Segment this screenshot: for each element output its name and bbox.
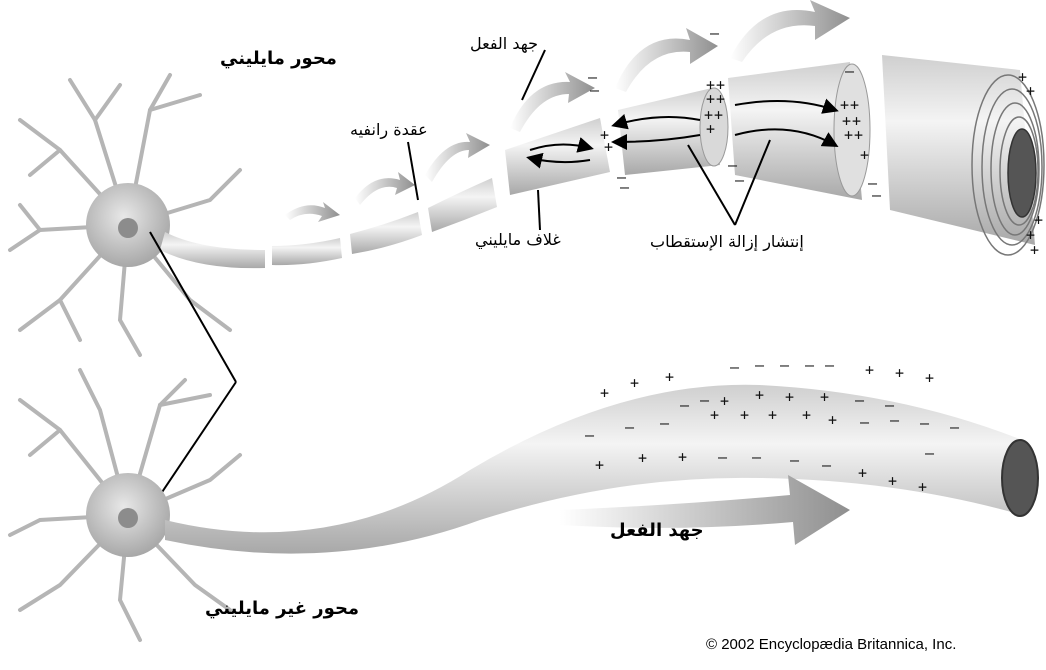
plus-charge-symbol: + [595, 456, 604, 474]
axon-cross-section-bottom [1001, 439, 1039, 517]
plus-charge-symbol: + [716, 76, 725, 94]
myelin-segment [618, 88, 720, 175]
minus-charge-symbol: – [872, 186, 882, 204]
plus-charge-symbol: + [888, 472, 897, 490]
plus-charge-symbol: + [1034, 211, 1043, 229]
minus-charge-symbol: – [860, 413, 870, 431]
minus-charge-symbol: – [620, 178, 630, 196]
minus-charge-symbol: – [585, 426, 595, 444]
minus-charge-symbol: – [790, 451, 800, 469]
plus-charge-symbol: + [740, 406, 749, 424]
action-potential-arrow-bottom [560, 475, 850, 545]
nucleus-bottom [118, 508, 138, 528]
minus-charge-symbol: – [755, 356, 765, 374]
minus-charge-symbol: – [925, 444, 935, 462]
plus-charge-symbol: + [844, 126, 853, 144]
label-myelin-sheath: غلاف مايليني [475, 230, 561, 249]
plus-charge-symbol: + [865, 361, 874, 379]
plus-charge-symbol: + [716, 90, 725, 108]
minus-charge-symbol: – [617, 168, 627, 186]
plus-charge-symbol: + [1018, 68, 1027, 86]
plus-charge-symbol: + [755, 386, 764, 404]
plus-charge-symbol: + [768, 406, 777, 424]
minus-charge-symbol: – [590, 81, 600, 99]
plus-charge-symbol: + [638, 449, 647, 467]
plus-charge-symbol: + [720, 392, 729, 410]
minus-charge-symbol: – [752, 448, 762, 466]
minus-charge-symbol: – [728, 156, 738, 174]
minus-charge-symbol: – [950, 418, 960, 436]
plus-charge-symbol: + [630, 374, 639, 392]
plus-charge-symbol: + [1030, 241, 1039, 259]
minus-charge-symbol: – [660, 414, 670, 432]
pointer-lines [145, 49, 771, 517]
charge-symbols: ––––++–+++++++–––+++++++––++++++++–––––+… [585, 24, 1043, 496]
plus-charge-symbol: + [714, 106, 723, 124]
minus-charge-symbol: – [735, 171, 745, 189]
plus-charge-symbol: + [828, 411, 837, 429]
plus-charge-symbol: + [858, 464, 867, 482]
minus-charge-symbol: – [920, 414, 930, 432]
copyright-notice: © 2002 Encyclopædia Britannica, Inc. [706, 636, 957, 653]
plus-charge-symbol: + [710, 406, 719, 424]
label-depolarization-spread: إنتشار إزالة الإستقطاب [650, 232, 804, 251]
minus-charge-symbol: – [825, 356, 835, 374]
label-myelinated-axon: محور مايليني [220, 48, 337, 69]
minus-charge-symbol: – [885, 396, 895, 414]
minus-charge-symbol: – [718, 448, 728, 466]
nucleus-top [118, 218, 138, 238]
action-potential-arrows-top [285, 0, 850, 222]
label-unmyelinated-axon: محور غير مايليني [205, 598, 360, 619]
minus-charge-symbol: – [868, 174, 878, 192]
plus-charge-symbol: + [860, 146, 869, 164]
plus-charge-symbol: + [1026, 226, 1035, 244]
plus-charge-symbol: + [802, 406, 811, 424]
minus-charge-symbol: – [680, 396, 690, 414]
minus-charge-symbol: – [780, 356, 790, 374]
plus-charge-symbol: + [918, 478, 927, 496]
myelinated-axon [160, 55, 1045, 269]
plus-charge-symbol: + [850, 96, 859, 114]
label-action-potential-bottom: جهد الفعل [610, 520, 704, 541]
minus-charge-symbol: – [700, 391, 710, 409]
depolarization-arrows [526, 98, 839, 169]
minus-charge-symbol: – [845, 62, 855, 80]
plus-charge-symbol: + [842, 112, 851, 130]
minus-charge-symbol: – [588, 68, 598, 86]
label-action-potential-top: جهد الفعل [470, 34, 538, 53]
plus-charge-symbol: + [840, 96, 849, 114]
plus-charge-symbol: + [925, 369, 934, 387]
minus-charge-symbol: – [890, 411, 900, 429]
plus-charge-symbol: + [665, 368, 674, 386]
plus-charge-symbol: + [1026, 82, 1035, 100]
minus-charge-symbol: – [822, 456, 832, 474]
plus-charge-symbol: + [678, 448, 687, 466]
plus-charge-symbol: + [852, 112, 861, 130]
minus-charge-symbol: – [805, 356, 815, 374]
plus-charge-symbol: + [704, 106, 713, 124]
unmyelinated-axon [165, 384, 1022, 554]
plus-charge-symbol: + [785, 388, 794, 406]
plus-charge-symbol: + [706, 90, 715, 108]
label-node-of-ranvier: عقدة رانفيه [350, 120, 428, 139]
minus-charge-symbol: – [730, 358, 740, 376]
plus-charge-symbol: + [895, 364, 904, 382]
plus-charge-symbol: + [604, 138, 613, 156]
plus-charge-symbol: + [600, 384, 609, 402]
plus-charge-symbol: + [854, 126, 863, 144]
minus-charge-symbol: – [625, 418, 635, 436]
plus-charge-symbol: + [706, 76, 715, 94]
minus-charge-symbol: – [855, 391, 865, 409]
axon-cross-section-top [971, 74, 1045, 256]
plus-charge-symbol: + [706, 120, 715, 138]
plus-charge-symbol: + [600, 126, 609, 144]
myelin-segment [882, 55, 1035, 245]
plus-charge-symbol: + [820, 388, 829, 406]
minus-charge-symbol: – [710, 24, 720, 42]
